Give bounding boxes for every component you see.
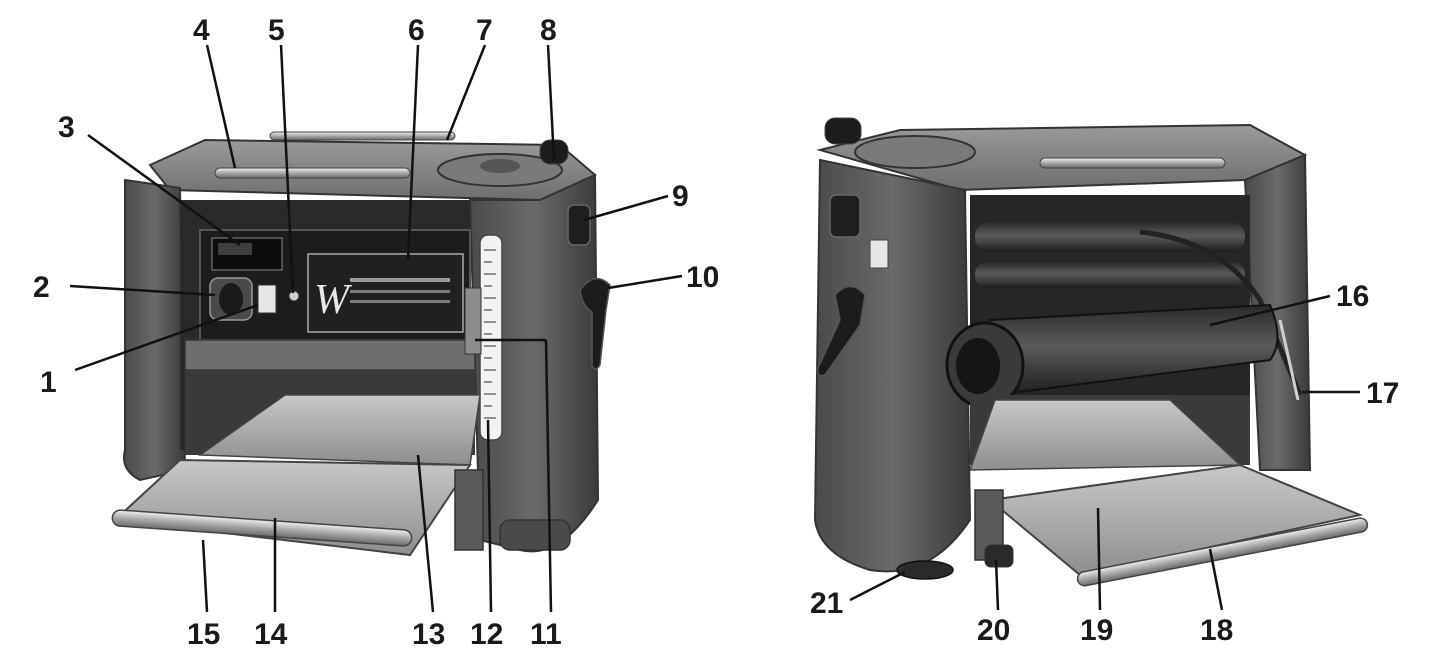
table-bracket (454, 469, 484, 551)
callout-4: 4 (193, 14, 210, 47)
front-top-handle (214, 167, 411, 179)
front-left-column (123, 178, 187, 482)
leader-3 (87, 133, 241, 247)
rear-warning-sticker (869, 239, 889, 269)
leader-8 (546, 44, 556, 161)
leader-12 (486, 419, 493, 613)
rear-handwheel (854, 135, 976, 169)
motor-label-text-lines (350, 278, 450, 282)
callout-2: 2 (33, 271, 50, 304)
callout-14: 14 (254, 618, 288, 651)
leader-7 (445, 44, 487, 141)
callout-16: 16 (1336, 280, 1369, 313)
motor-label-text-lines-3 (350, 300, 450, 303)
dust-port-outlet-inner (956, 338, 1000, 394)
leader-21 (849, 570, 906, 602)
rear-feed-roller-lower (975, 262, 1245, 288)
leader-5 (279, 44, 295, 294)
callout-12: 12 (470, 618, 503, 651)
outfeed-roller (1076, 517, 1369, 587)
callout-labels: 1 2 3 4 5 6 7 8 9 10 11 12 13 14 15 16 1… (33, 14, 1399, 651)
rear-cable (1139, 229, 1303, 396)
depth-scale (479, 234, 503, 441)
rear-side-handle (829, 194, 861, 238)
rear-handwheel-knob (824, 117, 862, 145)
dust-extraction-hood (988, 303, 1279, 397)
depth-stop-rod (1278, 319, 1300, 401)
rear-left-column (813, 158, 972, 573)
callout-13: 13 (412, 618, 445, 651)
side-carry-handle (567, 204, 591, 246)
callout-3: 3 (58, 111, 75, 144)
callout-18: 18 (1200, 614, 1233, 647)
on-off-switch (257, 284, 277, 314)
leader-4 (205, 44, 237, 169)
leader-9 (583, 194, 669, 222)
callout-19: 19 (1080, 614, 1113, 647)
front-cross-bar (184, 339, 476, 371)
callout-11: 11 (530, 618, 562, 651)
infeed-roller (111, 509, 413, 547)
callout-17: 17 (1366, 377, 1399, 410)
depth-scale-ticks (484, 249, 496, 419)
leader-19 (1096, 507, 1102, 611)
planing-table (197, 394, 481, 466)
depth-pointer (464, 287, 482, 355)
rubber-foot (896, 560, 954, 580)
rear-right-column (1243, 153, 1312, 471)
leader-16 (1209, 294, 1331, 327)
rear-lock-lever (816, 285, 866, 377)
rear-planing-table (968, 399, 1242, 471)
leader-11 (544, 339, 553, 613)
outfeed-table (987, 463, 1364, 577)
rear-view (813, 117, 1369, 587)
callout-8: 8 (540, 14, 557, 47)
front-top-handle-rear (269, 131, 456, 141)
callout-9: 9 (672, 180, 689, 213)
callout-21: 21 (810, 587, 843, 620)
callout-10: 10 (686, 261, 719, 294)
head-lock-lever (579, 277, 611, 370)
callout-5: 5 (268, 14, 285, 47)
motor-label-text-lines-2 (350, 290, 450, 293)
rear-top-handle (1039, 157, 1226, 169)
leader-18 (1208, 548, 1224, 611)
callout-7: 7 (476, 14, 493, 47)
leader-6 (406, 44, 420, 261)
callout-20: 20 (977, 614, 1010, 647)
rear-feed-roller-upper (975, 222, 1245, 252)
callout-15: 15 (187, 618, 220, 651)
switch-knob (219, 283, 243, 315)
table-adjust-knob (984, 544, 1014, 568)
panel-logo: W (314, 277, 353, 323)
leader-2 (69, 284, 216, 297)
handwheel-hub (480, 159, 520, 173)
front-view: W (111, 131, 611, 557)
leader-lines (69, 44, 1360, 613)
leader-20 (994, 559, 1000, 611)
digital-display-screen (218, 243, 252, 255)
front-foot (499, 519, 571, 551)
leader-13 (416, 454, 435, 613)
leader-1 (74, 303, 259, 372)
infeed-table (112, 458, 472, 557)
leader-15 (201, 539, 209, 613)
callout-6: 6 (408, 14, 425, 47)
leader-10 (607, 274, 683, 290)
callout-1: 1 (40, 366, 57, 399)
